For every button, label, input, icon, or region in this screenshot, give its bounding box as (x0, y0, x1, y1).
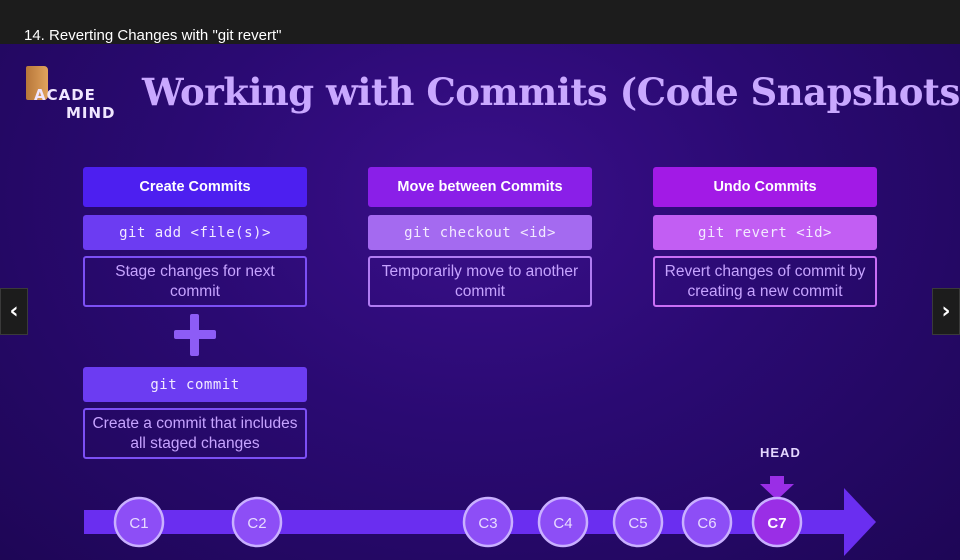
commit-label: C7 (767, 515, 786, 532)
video-top-bar: 14. Reverting Changes with "git revert" (0, 0, 960, 44)
commit-label: C2 (247, 515, 266, 532)
git-add-command: git add <file(s)> (83, 215, 307, 250)
commit-circle (462, 496, 514, 548)
logo-text-line1: ACADE (34, 86, 96, 104)
commit-label: C6 (697, 515, 716, 532)
create-commits-heading: Create Commits (83, 167, 307, 207)
commit-label: C4 (553, 515, 572, 532)
commit-label: C3 (478, 515, 497, 532)
git-revert-description: Revert changes of commit by creating a n… (653, 256, 877, 307)
commit-circle (612, 496, 664, 548)
book-icon (26, 66, 48, 100)
chevron-right-icon[interactable]: › (932, 288, 960, 335)
slide-title: Working with Commits (Code Snapshots) (142, 70, 960, 114)
git-add-description: Stage changes for next commit (83, 256, 307, 307)
commit-label: C1 (129, 515, 148, 532)
move-between-commits-heading: Move between Commits (368, 167, 592, 207)
commit-timeline: C1 C2 C3 C4 C5 C6 C7 (84, 476, 876, 556)
academind-logo: ACADE MIND (24, 66, 116, 122)
head-pointer-arrow (760, 476, 794, 500)
git-checkout-description: Temporarily move to another commit (368, 256, 592, 307)
commit-circle (537, 496, 589, 548)
logo-text-line2: MIND (66, 104, 116, 122)
git-revert-command: git revert <id> (653, 215, 877, 250)
commit-node-c6: C6 (681, 496, 733, 548)
commit-circle (113, 496, 165, 548)
commit-node-c5: C5 (612, 496, 664, 548)
commit-circle (231, 496, 283, 548)
commit-node-c3: C3 (462, 496, 514, 548)
git-commit-description: Create a commit that includes all staged… (83, 408, 307, 459)
commit-node-c4: C4 (537, 496, 589, 548)
commit-label: C5 (628, 515, 647, 532)
undo-commits-heading: Undo Commits (653, 167, 877, 207)
plus-icon (174, 314, 216, 356)
commit-node-c2: C2 (231, 496, 283, 548)
lecture-title: 14. Reverting Changes with "git revert" (24, 27, 282, 44)
commit-node-c7: C7 (751, 496, 803, 548)
commit-circle (751, 496, 803, 548)
slide: ACADE MIND Working with Commits (Code Sn… (0, 44, 960, 560)
head-label: HEAD (760, 445, 801, 460)
commit-circle (681, 496, 733, 548)
chevron-left-icon[interactable]: ‹ (0, 288, 28, 335)
git-checkout-command: git checkout <id> (368, 215, 592, 250)
commit-node-c1: C1 (113, 496, 165, 548)
timeline-arrow-head (844, 488, 876, 556)
git-commit-command: git commit (83, 367, 307, 402)
